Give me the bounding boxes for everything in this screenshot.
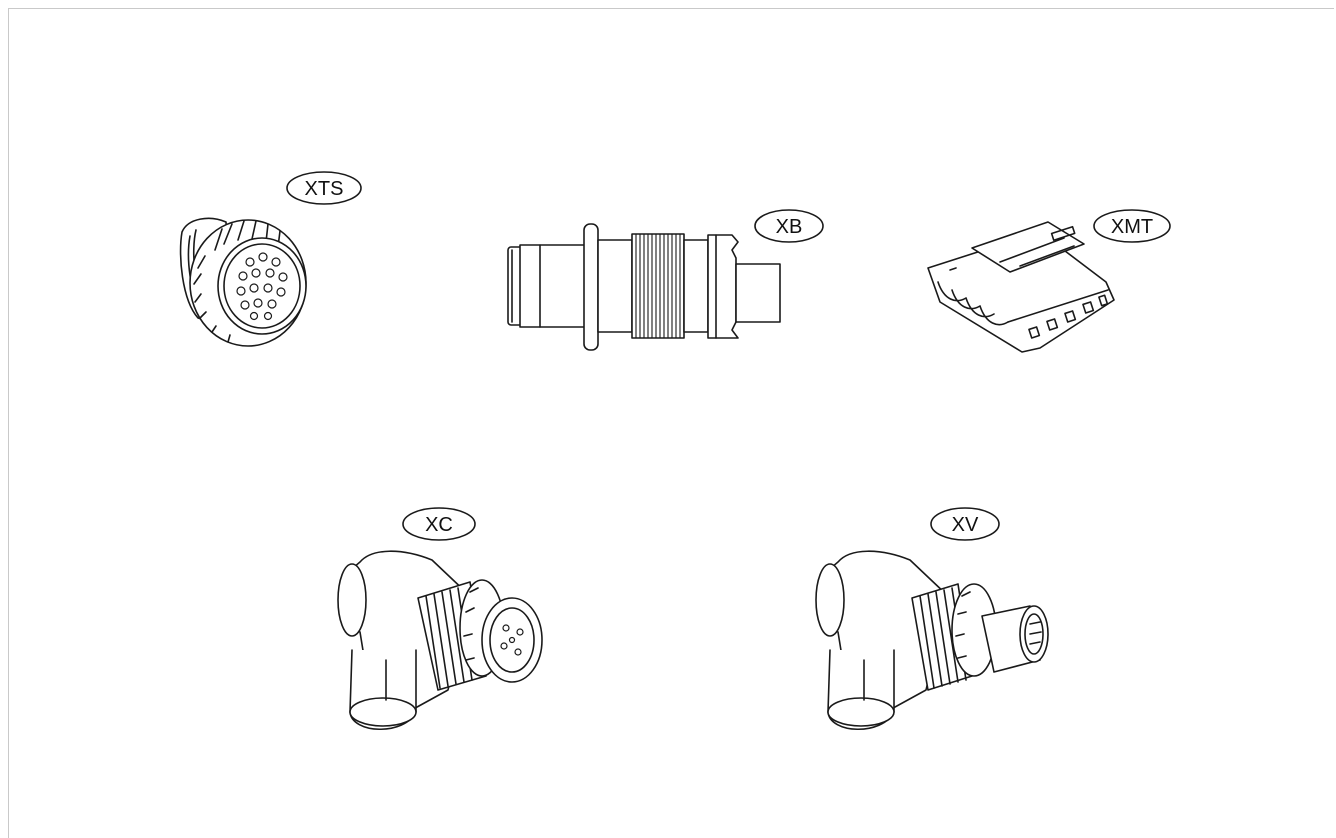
xv-connector-icon: [815, 550, 1049, 730]
xts-label: XTS: [305, 178, 344, 200]
diagram-frame: [8, 8, 1334, 838]
xv-label: XV: [952, 514, 979, 536]
xv-label-tag: XV: [930, 507, 1000, 541]
xc-label: XC: [425, 514, 453, 536]
xc-connector-icon: [337, 550, 543, 730]
xb-label-tag: XB: [754, 209, 824, 243]
xb-label: XB: [776, 216, 803, 238]
xts-label-tag: XTS: [286, 171, 362, 205]
xmt-connector-icon: [927, 221, 1115, 353]
xc-label-tag: XC: [402, 507, 476, 541]
xts-connector-icon: [179, 217, 307, 347]
xmt-label: XMT: [1111, 216, 1153, 238]
xb-connector-icon: [507, 223, 781, 351]
xmt-label-tag: XMT: [1093, 209, 1171, 243]
